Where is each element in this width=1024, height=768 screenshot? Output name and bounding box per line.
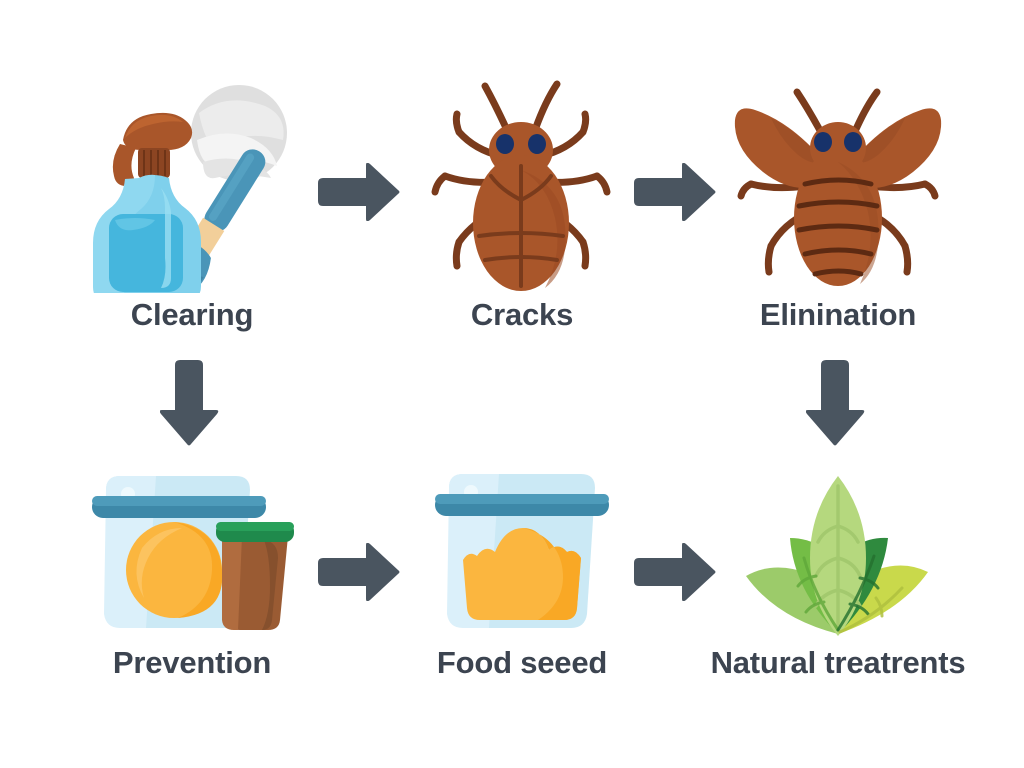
green-leaves-icon: [746, 476, 928, 636]
arrow-right-icon: [318, 542, 400, 602]
food-container-with-jar-icon: [92, 476, 294, 630]
step-label-clearing: Clearing: [130, 297, 254, 332]
step-label-natural-treatrents: Natural treatrents: [710, 645, 966, 680]
arrow-down-icon: [159, 360, 219, 446]
elinination-illustration: [688, 78, 988, 293]
arrow-right-icon: [318, 162, 400, 222]
prevention-illustration: [42, 466, 342, 641]
spray-bottle-and-brush-icon: [93, 85, 287, 293]
natural-treatrents-illustration: [688, 466, 988, 641]
step-cracks[interactable]: Cracks: [372, 78, 672, 330]
clearing-illustration: [42, 78, 342, 293]
arrow-right-icon: [634, 162, 716, 222]
step-food-seeed[interactable]: Food seeed: [372, 466, 672, 678]
winged-bedbug-icon: [734, 88, 942, 286]
food-container-icon: [435, 474, 609, 628]
cockroach-icon: [431, 80, 611, 291]
step-prevention[interactable]: Prevention: [42, 466, 342, 678]
step-label-cracks: Cracks: [470, 297, 574, 332]
cracks-illustration: [372, 78, 672, 293]
food-seeed-illustration: [372, 466, 672, 641]
step-elinination[interactable]: Elinination: [688, 78, 988, 330]
step-label-prevention: Prevention: [112, 645, 272, 680]
arrow-food-seeed-to-natural-treatrents: [632, 542, 716, 606]
arrow-clearing-to-cracks: [316, 162, 400, 226]
step-label-elinination: Elinination: [759, 297, 917, 332]
step-clearing[interactable]: Clearing: [42, 78, 342, 330]
step-label-food-seeed: Food seeed: [436, 645, 608, 680]
arrow-clearing-to-prevention: [159, 358, 222, 455]
step-natural-treatrents[interactable]: Natural treatrents: [688, 466, 988, 678]
arrow-right-icon: [634, 542, 716, 602]
arrow-elinination-to-natural-treatrents: [805, 358, 868, 455]
arrow-cracks-to-elinination: [632, 162, 716, 226]
arrow-down-icon: [805, 360, 865, 446]
arrow-prevention-to-food-seeed: [316, 542, 400, 606]
